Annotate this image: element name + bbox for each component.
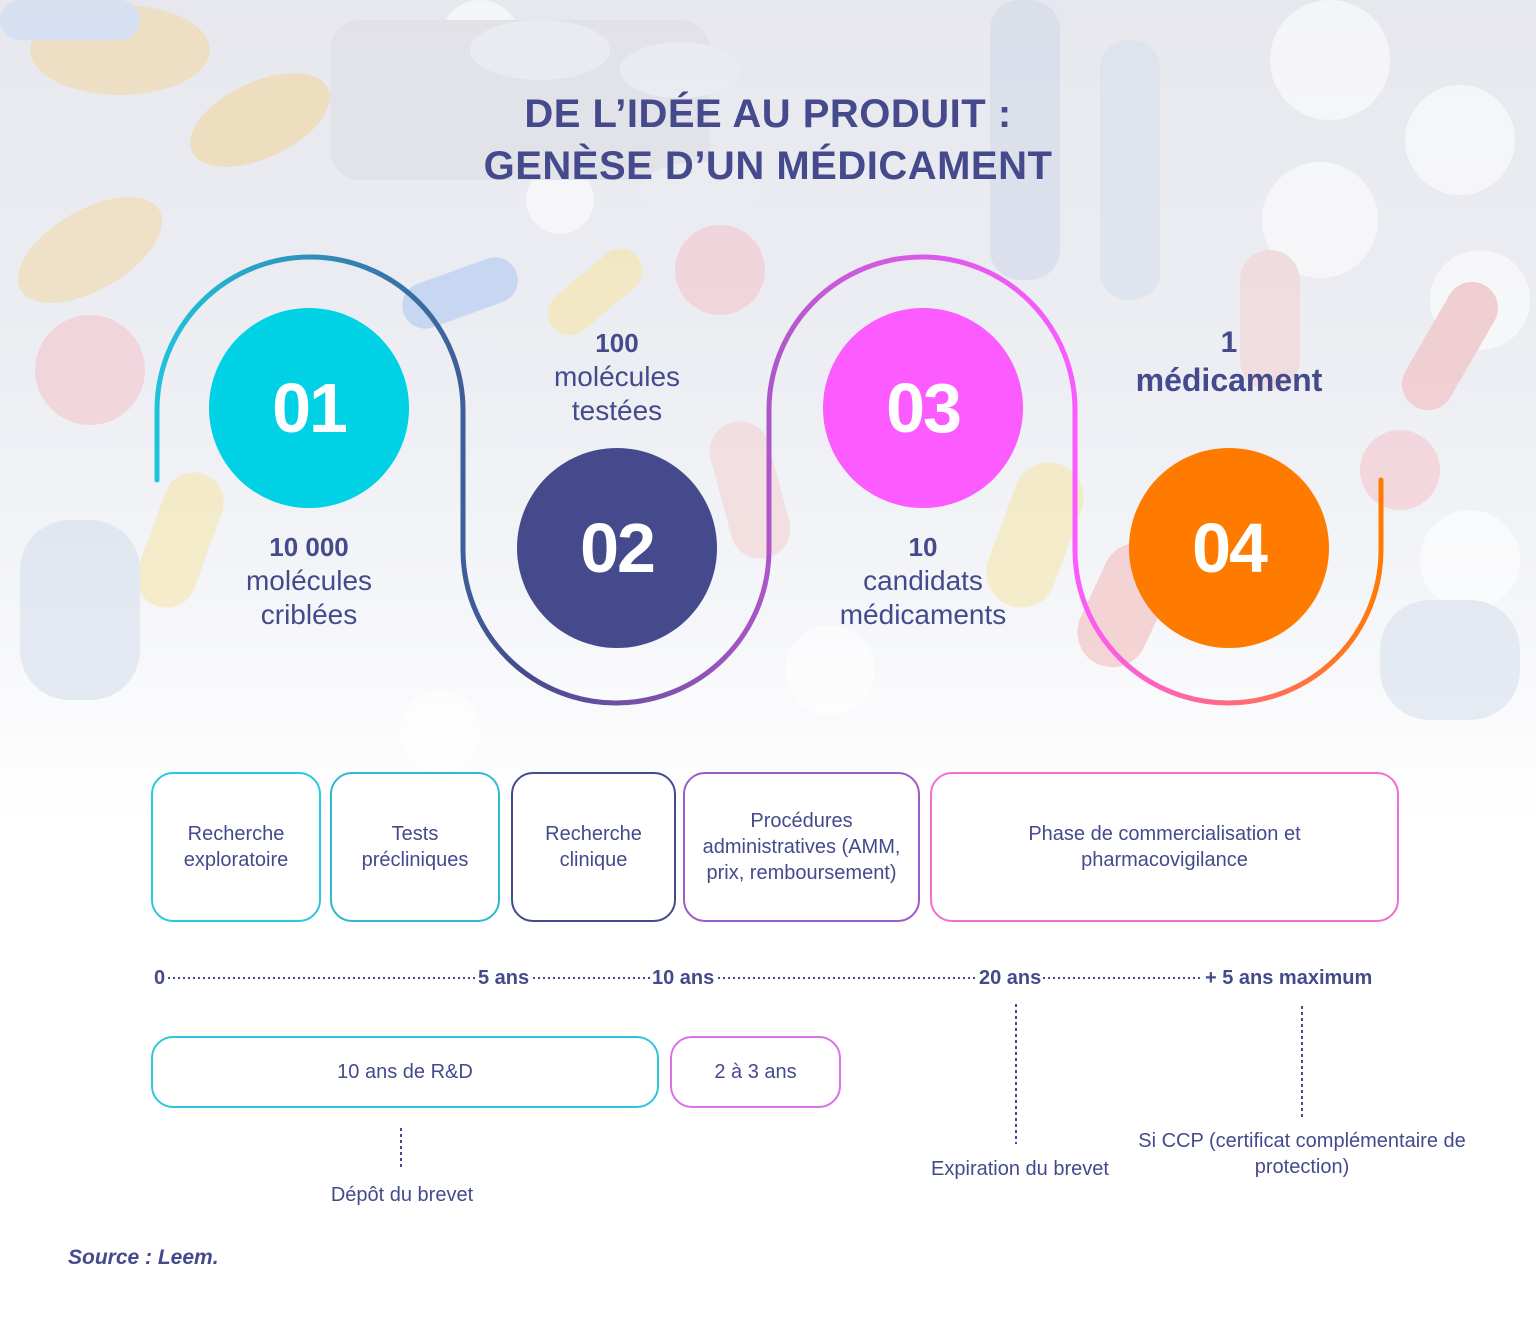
- note-patent-filing: Dépôt du brevet: [330, 1184, 474, 1206]
- timeline-tick-plus-5: + 5 ans maximum: [1203, 964, 1375, 992]
- flow-connector: [154, 254, 1384, 706]
- step-03-count: 10: [908, 532, 938, 562]
- step-02-count: 100: [595, 328, 639, 358]
- phase-preclinical-tests: Tests précliniques: [330, 772, 500, 922]
- step-04-count: 1: [1220, 326, 1238, 359]
- phase-administrative-procedures: Procédures administratives (AMM, prix, r…: [683, 772, 920, 922]
- step-03-label: candidats médicaments: [839, 565, 1007, 630]
- phase-label: Procédures administratives (AMM, prix, r…: [702, 810, 901, 884]
- source-credit: Source : Leem.: [68, 1246, 219, 1269]
- step-01-label: molécules criblées: [245, 565, 373, 630]
- step-04-circle: 04: [1129, 448, 1329, 648]
- step-03-circle: 03: [823, 308, 1023, 508]
- phase-label: Tests précliniques: [361, 823, 469, 871]
- page-title: DE L’IDÉE AU PRODUIT : GENÈSE D’UN MÉDIC…: [0, 88, 1536, 192]
- note-patent-expiry: Expiration du brevet: [931, 1158, 1109, 1180]
- duration-admin: 2 à 3 ans: [670, 1036, 841, 1108]
- timeline-tick-0: 0: [152, 964, 168, 992]
- pills-illustration: [0, 0, 1520, 720]
- step-02-label: molécules testées: [553, 361, 681, 426]
- phase-label: Recherche exploratoire: [183, 823, 289, 871]
- step-03-stat: 10 candidats médicaments: [773, 530, 1073, 632]
- phase-label: Phase de commercialisation et pharmacovi…: [1028, 823, 1301, 871]
- step-01-circle: 01: [209, 308, 409, 508]
- pills-background: [0, 0, 1536, 820]
- phase-exploratory-research: Recherche exploratoire: [151, 772, 321, 922]
- title-line-1: DE L’IDÉE AU PRODUIT :: [524, 92, 1012, 136]
- title-line-2: GENÈSE D’UN MÉDICAMENT: [483, 144, 1053, 188]
- step-04-stat: 1 médicament: [1079, 326, 1379, 400]
- step-04-label: médicament: [1135, 362, 1323, 398]
- phase-commercialisation: Phase de commercialisation et pharmacovi…: [930, 772, 1399, 922]
- note-ccp: Si CCP (certificat complémentaire de pro…: [1138, 1130, 1466, 1178]
- step-02-stat: 100 molécules testées: [467, 326, 767, 428]
- step-01-stat: 10 000 molécules criblées: [159, 530, 459, 632]
- step-01-count: 10 000: [269, 532, 349, 562]
- timeline-tick-10: 10 ans: [650, 964, 717, 992]
- timeline-tick-5: 5 ans: [476, 964, 532, 992]
- timeline-tick-20: 20 ans: [977, 964, 1044, 992]
- step-02-circle: 02: [517, 448, 717, 648]
- phase-label: Recherche clinique: [545, 823, 642, 871]
- phase-clinical-research: Recherche clinique: [511, 772, 676, 922]
- duration-rd: 10 ans de R&D: [151, 1036, 659, 1108]
